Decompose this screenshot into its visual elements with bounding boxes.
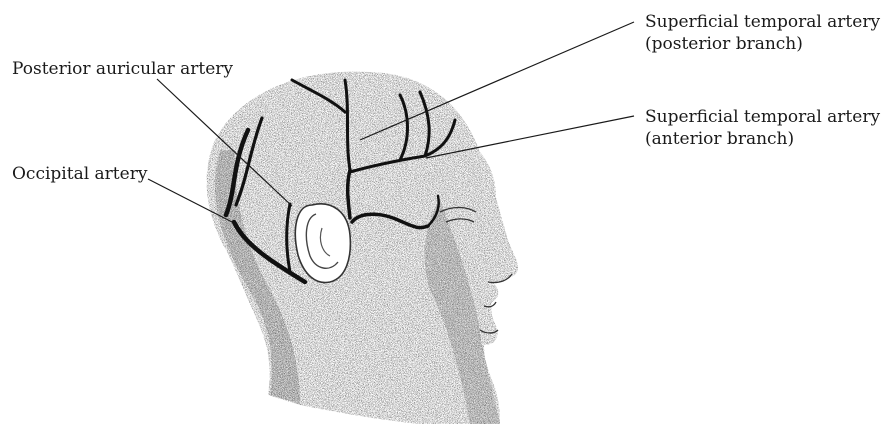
- label-sta-anterior-line1: Superficial temporal artery: [645, 106, 880, 128]
- label-sta-posterior-line1: Superficial temporal artery: [645, 11, 880, 33]
- label-sta-anterior-branch: Superficial temporal artery (anterior br…: [645, 106, 880, 150]
- label-sta-posterior-line2: (posterior branch): [645, 33, 880, 55]
- label-posterior-auricular-artery: Posterior auricular artery: [12, 58, 233, 80]
- label-sta-anterior-line2: (anterior branch): [645, 128, 880, 150]
- label-occipital-artery: Occipital artery: [12, 163, 147, 185]
- label-sta-posterior-branch: Superficial temporal artery (posterior b…: [645, 11, 880, 55]
